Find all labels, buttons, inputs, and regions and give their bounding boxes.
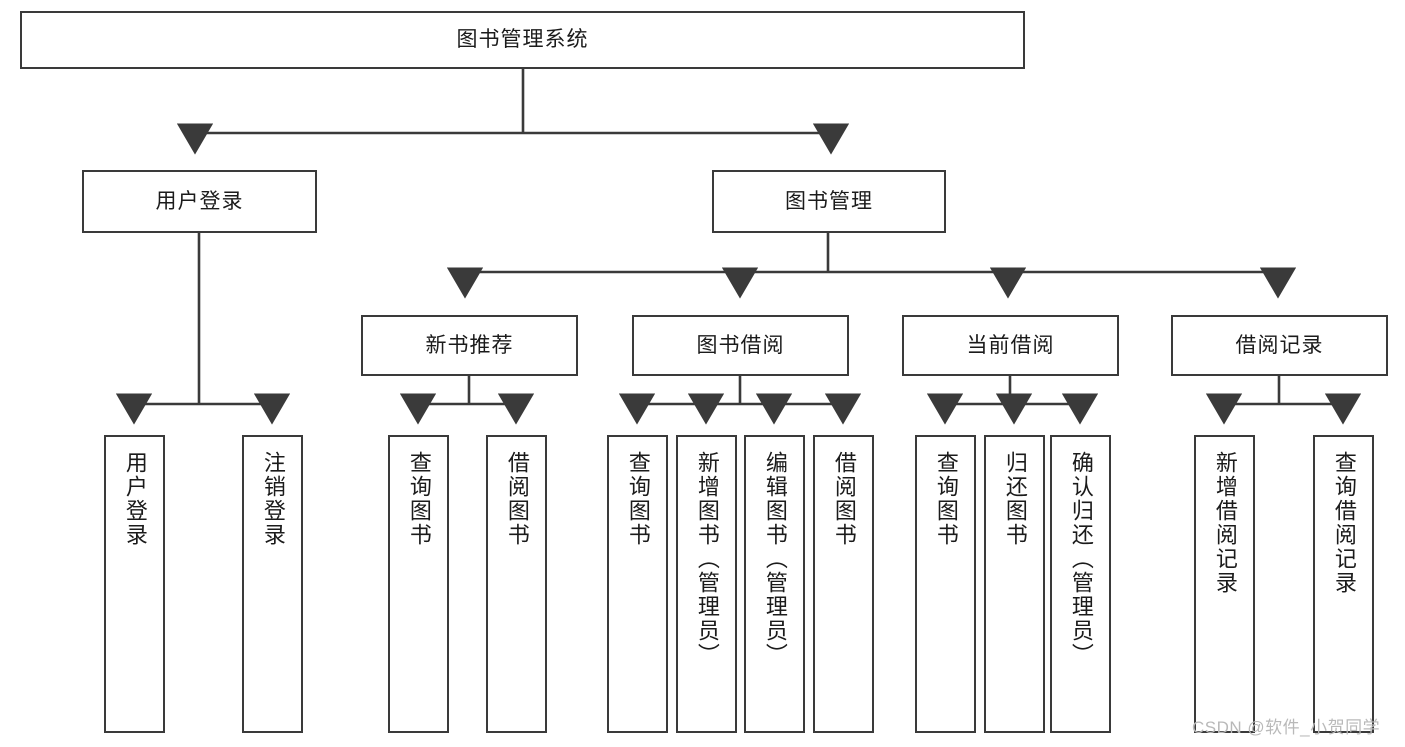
node-user-login[interactable]: 用户登录 bbox=[82, 170, 317, 233]
node-label: 编辑图书（管理员） bbox=[762, 451, 788, 667]
node-label: 新增图书（管理员） bbox=[694, 451, 720, 667]
node-label: 用户登录 bbox=[155, 189, 244, 213]
node-label: 查询图书 bbox=[625, 451, 651, 547]
node-label: 注销登录 bbox=[260, 451, 286, 547]
node-label: 用户登录 bbox=[122, 451, 148, 547]
node-book-management[interactable]: 图书管理 bbox=[712, 170, 946, 233]
node-root-book-management-system[interactable]: 图书管理系统 bbox=[20, 11, 1025, 69]
node-label: 归还图书 bbox=[1002, 451, 1028, 547]
leaf-borrow-record-add-record[interactable]: 新增借阅记录 bbox=[1194, 435, 1255, 733]
node-current-borrow[interactable]: 当前借阅 bbox=[902, 315, 1119, 376]
node-label: 确认归还（管理员） bbox=[1068, 451, 1094, 667]
leaf-user-login-logout[interactable]: 注销登录 bbox=[242, 435, 303, 733]
node-label: 图书管理系统 bbox=[456, 28, 589, 52]
node-label: 查询图书 bbox=[406, 451, 432, 547]
leaf-current-borrow-confirm-return-admin[interactable]: 确认归还（管理员） bbox=[1050, 435, 1111, 733]
node-new-book-recommend[interactable]: 新书推荐 bbox=[361, 315, 578, 376]
node-label: 借阅图书 bbox=[831, 451, 857, 547]
node-label: 新增借阅记录 bbox=[1212, 451, 1238, 595]
node-label: 图书借阅 bbox=[696, 333, 785, 357]
node-label: 借阅图书 bbox=[504, 451, 530, 547]
node-label: 查询图书 bbox=[933, 451, 959, 547]
leaf-current-borrow-query-book[interactable]: 查询图书 bbox=[915, 435, 976, 733]
node-label: 当前借阅 bbox=[966, 333, 1055, 357]
leaf-borrow-record-query-record[interactable]: 查询借阅记录 bbox=[1313, 435, 1374, 733]
leaf-user-login-login[interactable]: 用户登录 bbox=[104, 435, 165, 733]
node-label: 新书推荐 bbox=[425, 333, 514, 357]
node-book-borrow[interactable]: 图书借阅 bbox=[632, 315, 849, 376]
leaf-book-borrow-borrow-book[interactable]: 借阅图书 bbox=[813, 435, 874, 733]
node-borrow-record[interactable]: 借阅记录 bbox=[1171, 315, 1388, 376]
leaf-book-borrow-add-book-admin[interactable]: 新增图书（管理员） bbox=[676, 435, 737, 733]
leaf-book-borrow-query-book[interactable]: 查询图书 bbox=[607, 435, 668, 733]
node-label: 图书管理 bbox=[785, 189, 873, 213]
node-label: 查询借阅记录 bbox=[1331, 451, 1357, 595]
node-label: 借阅记录 bbox=[1235, 333, 1324, 357]
leaf-new-book-query-book[interactable]: 查询图书 bbox=[388, 435, 449, 733]
watermark-text: CSDN @软件_小贺同学 bbox=[1192, 718, 1381, 737]
leaf-book-borrow-edit-book-admin[interactable]: 编辑图书（管理员） bbox=[744, 435, 805, 733]
leaf-current-borrow-return-book[interactable]: 归还图书 bbox=[984, 435, 1045, 733]
leaf-new-book-borrow-book[interactable]: 借阅图书 bbox=[486, 435, 547, 733]
